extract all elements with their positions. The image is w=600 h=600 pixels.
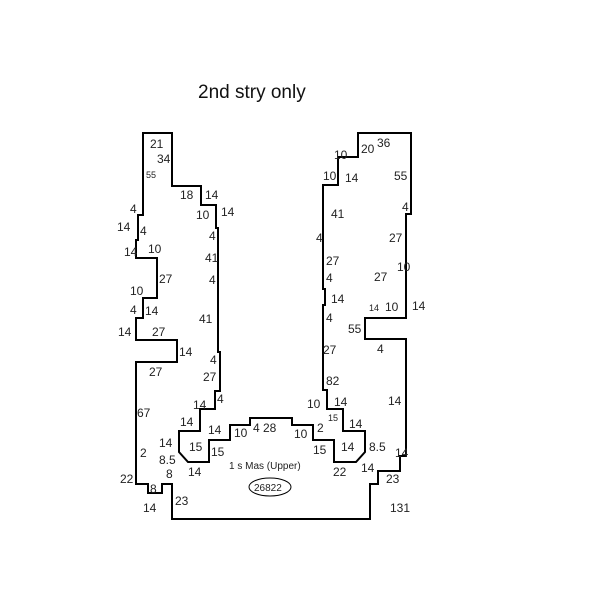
dim-label: 14 bbox=[221, 205, 235, 219]
dim-label: 14 bbox=[143, 501, 157, 515]
dim-label: 41 bbox=[199, 312, 213, 326]
dim-label: 4 bbox=[130, 202, 137, 216]
dim-label: 14 bbox=[179, 345, 193, 359]
dim-label: 67 bbox=[137, 406, 151, 420]
dim-label: 27 bbox=[203, 370, 217, 384]
dim-label: 14 bbox=[118, 325, 132, 339]
dim-label: 4 bbox=[217, 392, 224, 406]
dim-label: 28 bbox=[263, 421, 277, 435]
dim-label: 10 bbox=[196, 208, 210, 222]
dim-label: 14 bbox=[334, 395, 348, 409]
dim-label: 15 bbox=[313, 443, 327, 457]
dim-label: 10 bbox=[307, 397, 321, 411]
dim-label: 10 bbox=[385, 300, 399, 314]
dim-label: 15 bbox=[211, 445, 225, 459]
dim-label: 14 bbox=[331, 292, 345, 306]
sketch-title: 2nd stry only bbox=[198, 82, 306, 103]
dim-label: 10 bbox=[334, 148, 348, 162]
dim-label: 15 bbox=[189, 440, 203, 454]
dim-label: 14 bbox=[369, 303, 379, 313]
dim-label: 14 bbox=[341, 440, 355, 454]
dim-label: 36 bbox=[377, 136, 391, 150]
area-label: 1 s Mas (Upper) bbox=[229, 461, 301, 472]
dim-label: 27 bbox=[326, 254, 340, 268]
dim-label: 27 bbox=[374, 270, 388, 284]
dim-label: 4 bbox=[402, 200, 409, 214]
dim-label: 15 bbox=[328, 413, 338, 423]
area-value: 26822 bbox=[254, 483, 282, 494]
dim-label: 14 bbox=[208, 423, 222, 437]
dim-label: 23 bbox=[175, 494, 189, 508]
dim-label: 14 bbox=[349, 417, 363, 431]
dim-label: 4 bbox=[377, 342, 384, 356]
dim-label: 8 bbox=[150, 482, 157, 496]
dim-label: 14 bbox=[180, 415, 194, 429]
dim-label: 10 bbox=[234, 426, 248, 440]
dim-label: 82 bbox=[326, 374, 340, 388]
dim-label: 41 bbox=[331, 207, 345, 221]
dim-label: 10 bbox=[397, 260, 411, 274]
dim-label: 27 bbox=[152, 325, 166, 339]
dim-label: 34 bbox=[157, 152, 171, 166]
dim-label: 14 bbox=[117, 220, 131, 234]
dim-label: 14 bbox=[395, 446, 409, 460]
dim-label: 21 bbox=[150, 137, 164, 151]
dim-label: 2 bbox=[140, 446, 147, 460]
dim-label: 131 bbox=[390, 501, 410, 515]
dim-label: 23 bbox=[386, 472, 400, 486]
dim-label: 10 bbox=[130, 284, 144, 298]
dim-label: 14 bbox=[193, 398, 207, 412]
dim-label: 4 bbox=[253, 421, 260, 435]
dim-label: 4 bbox=[209, 273, 216, 287]
dim-label: 4 bbox=[326, 311, 333, 325]
floor-outline bbox=[135, 132, 412, 520]
dim-label: 8.5 bbox=[369, 440, 386, 454]
dim-label: 55 bbox=[348, 322, 362, 336]
dim-label: 14 bbox=[205, 188, 219, 202]
dim-label: 41 bbox=[205, 251, 219, 265]
dim-label: 10 bbox=[294, 427, 308, 441]
dim-label: 4 bbox=[326, 271, 333, 285]
dim-label: 20 bbox=[361, 142, 375, 156]
dim-label: 8.5 bbox=[159, 453, 176, 467]
dim-label: 14 bbox=[412, 299, 426, 313]
dim-label: 14 bbox=[345, 171, 359, 185]
dim-label: 18 bbox=[180, 188, 194, 202]
dim-label: 8 bbox=[166, 467, 173, 481]
dim-label: 14 bbox=[361, 461, 375, 475]
dim-label: 22 bbox=[120, 472, 134, 486]
dim-label: 14 bbox=[388, 394, 402, 408]
dim-label: 4 bbox=[130, 303, 137, 317]
dim-label: 27 bbox=[149, 365, 163, 379]
dim-label: 27 bbox=[389, 231, 403, 245]
dim-label: 22 bbox=[333, 465, 347, 479]
area-value-ellipse bbox=[248, 477, 292, 497]
dim-label: 4 bbox=[210, 353, 217, 367]
dim-label: 4 bbox=[140, 224, 147, 238]
dim-label: 27 bbox=[159, 272, 173, 286]
dim-label: 14 bbox=[145, 304, 159, 318]
dim-label: 4 bbox=[316, 231, 323, 245]
dim-label: 55 bbox=[146, 170, 156, 180]
dim-label: 27 bbox=[323, 343, 337, 357]
dim-label: 14 bbox=[188, 465, 202, 479]
dim-label: 4 bbox=[209, 229, 216, 243]
dim-label: 10 bbox=[148, 242, 162, 256]
dim-label: 55 bbox=[394, 169, 408, 183]
dim-label: 14 bbox=[124, 245, 138, 259]
dim-label: 2 bbox=[317, 421, 324, 435]
dim-label: 10 bbox=[323, 169, 337, 183]
dim-label: 14 bbox=[159, 436, 173, 450]
